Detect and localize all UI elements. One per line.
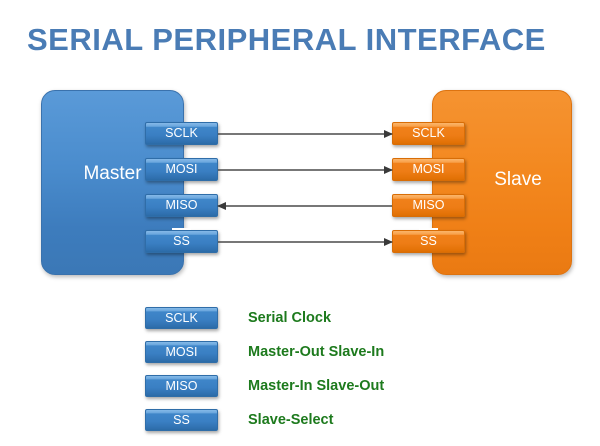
legend-desc-ss: Slave-Select xyxy=(248,412,334,428)
legend-desc-miso: Master-In Slave-Out xyxy=(248,378,385,394)
legend-desc-sclk: Serial Clock xyxy=(248,310,332,326)
master-pin-sclk-label: SCLK xyxy=(165,126,198,141)
page-title: SERIAL PERIPHERAL INTERFACE xyxy=(27,22,546,57)
master-pin-miso: MISO xyxy=(145,194,218,217)
slave-pin-ss-label: SS xyxy=(419,228,438,248)
master-device-label: Master xyxy=(83,163,142,184)
legend-chip-miso: MISO xyxy=(145,375,218,397)
legend-chip-mosi: MOSI xyxy=(145,341,218,363)
master-pin-mosi-label: MOSI xyxy=(165,162,198,177)
legend-chip-sclk-label: SCLK xyxy=(165,310,198,325)
slave-pin-sclk: SCLK xyxy=(392,122,465,145)
slave-pin-miso-label: MISO xyxy=(412,198,445,213)
slave-device-label: Slave xyxy=(494,169,542,190)
ss-overline-bar xyxy=(172,228,191,231)
legend-chip-ss: SS xyxy=(145,409,218,431)
master-pin-sclk: SCLK xyxy=(145,122,218,145)
slave-pin-ss: SS xyxy=(392,228,465,253)
ss-overline-bar xyxy=(419,228,438,231)
legend-chip-miso-label: MISO xyxy=(165,378,198,393)
legend-chip-sclk: SCLK xyxy=(145,307,218,329)
slave-pin-sclk-label: SCLK xyxy=(412,126,445,141)
legend-chip-ss-label: SS xyxy=(173,412,190,427)
slave-pin-mosi-label: MOSI xyxy=(412,162,445,177)
master-pin-miso-label: MISO xyxy=(165,198,198,213)
slave-pin-miso: MISO xyxy=(392,194,465,217)
master-pin-mosi: MOSI xyxy=(145,158,218,181)
master-pin-ss: SS xyxy=(145,228,218,253)
master-pin-ss-label: SS xyxy=(172,228,191,248)
legend-chip-mosi-label: MOSI xyxy=(165,344,198,359)
slave-pin-mosi: MOSI xyxy=(392,158,465,181)
legend-desc-mosi: Master-Out Slave-In xyxy=(248,344,385,360)
